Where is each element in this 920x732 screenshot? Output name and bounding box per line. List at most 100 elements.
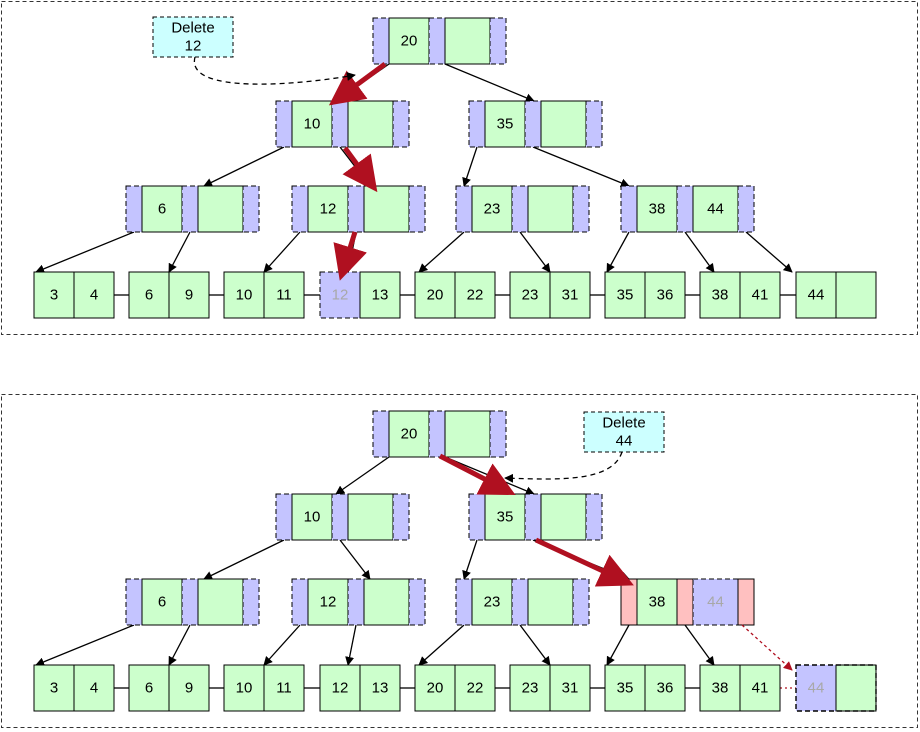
child-pointer-slot <box>676 578 694 626</box>
search-path-arrow <box>342 146 378 193</box>
key-slot <box>363 578 410 626</box>
edge-l2-to-leaf <box>35 231 135 274</box>
internal-node: 10 <box>275 100 410 148</box>
child-pointer-slot <box>585 493 603 541</box>
leaf-key-slot <box>33 271 75 319</box>
delete-label-key: 44 <box>616 433 633 450</box>
child-pointer-slot <box>620 185 638 233</box>
leaf-key-text: 13 <box>372 287 389 304</box>
key-slot <box>471 578 513 626</box>
key-slot <box>141 185 183 233</box>
key-text: 12 <box>320 201 337 218</box>
key-text: 10 <box>304 509 321 526</box>
key-slot <box>540 493 587 541</box>
edge-l1-to-l2 <box>203 146 285 187</box>
child-pointer-slot <box>331 100 349 148</box>
leaf-key-slot <box>835 664 877 712</box>
child-pointer-slot <box>428 17 446 65</box>
edge-l1-to-l2 <box>462 539 478 580</box>
key-slot <box>636 185 678 233</box>
child-pointer-slot <box>125 578 143 626</box>
child-pointer-slot <box>511 185 529 233</box>
internal-node: 23 <box>455 578 590 626</box>
leaf-key-slot <box>223 271 265 319</box>
child-pointer-slot <box>511 578 529 626</box>
child-pointer-slot <box>455 578 473 626</box>
internal-node: 38 44 <box>620 578 755 626</box>
leaf-key-text: 44 <box>808 287 825 304</box>
search-path-arrow <box>534 537 634 587</box>
delete-label-line: Delete <box>602 415 645 432</box>
leaf-key-slot <box>128 664 170 712</box>
leaf-key-slot <box>795 271 837 319</box>
key-text: 23 <box>484 594 501 611</box>
deleted-key-text: 44 <box>707 594 724 611</box>
deleted-key-text: 12 <box>332 287 349 304</box>
leaf-key-slot <box>168 664 210 712</box>
key-slot <box>540 100 587 148</box>
leaf-key-slot <box>549 271 591 319</box>
internal-node: 38 44 <box>620 185 755 233</box>
child-pointer-slot <box>572 578 590 626</box>
child-pointer-slot <box>181 185 199 233</box>
key-text: 20 <box>401 426 418 443</box>
leaf-key-text: 23 <box>522 680 539 697</box>
leaf-key-text: 38 <box>712 680 729 697</box>
key-text: 44 <box>707 201 724 218</box>
internal-node: 23 <box>455 185 590 233</box>
key-text: 38 <box>649 201 666 218</box>
leaf-key-slot <box>549 664 591 712</box>
leaf-key-slot <box>73 664 115 712</box>
leaf-key-slot <box>699 271 741 319</box>
leaf-key-text: 41 <box>752 287 769 304</box>
leaf-key-slot <box>454 271 496 319</box>
internal-node: 6 <box>125 185 260 233</box>
leaf-key-text: 3 <box>50 287 58 304</box>
search-path-arrow <box>333 231 367 281</box>
leaf-key-text: 36 <box>657 680 674 697</box>
child-pointer-slot <box>468 100 486 148</box>
internal-node: 10 <box>275 493 410 541</box>
child-pointer-slot <box>392 493 410 541</box>
child-pointer-slot <box>468 493 486 541</box>
child-pointer-slot <box>275 493 293 541</box>
key-text: 6 <box>158 594 166 611</box>
delete-label-callout <box>193 56 356 85</box>
edge-l1-to-l2 <box>462 146 478 187</box>
key-text: 23 <box>484 201 501 218</box>
edge-l2-to-leaf <box>684 624 715 666</box>
leaf-key-text: 35 <box>617 287 634 304</box>
leaf-key-slot <box>604 664 646 712</box>
leaf-key-text: 31 <box>562 287 579 304</box>
leaf-key-slot <box>835 271 877 319</box>
internal-node: 35 <box>468 493 603 541</box>
delete-label-box <box>152 16 234 58</box>
edge-l2-to-leaf <box>606 231 630 273</box>
child-pointer-slot <box>347 578 365 626</box>
key-text: 38 <box>649 594 666 611</box>
delete-label-line: Delete <box>171 20 214 37</box>
child-pointer-slot <box>242 578 260 626</box>
key-text: 20 <box>401 33 418 50</box>
leaf-key-slot <box>739 664 781 712</box>
edge-l2-to-leaf <box>168 231 191 273</box>
child-pointer-slot <box>489 410 507 458</box>
edge-root-to-l1-left <box>335 456 390 495</box>
child-pointer-slot <box>291 185 309 233</box>
key-slot <box>307 578 349 626</box>
edge-l2-to-leaf <box>519 624 551 666</box>
leaf-key-slot <box>699 664 741 712</box>
panel-frame <box>1 1 918 335</box>
child-pointer-slot <box>620 578 638 626</box>
leaf-key-text: 6 <box>145 680 153 697</box>
leaf-node: 44 <box>795 664 877 712</box>
